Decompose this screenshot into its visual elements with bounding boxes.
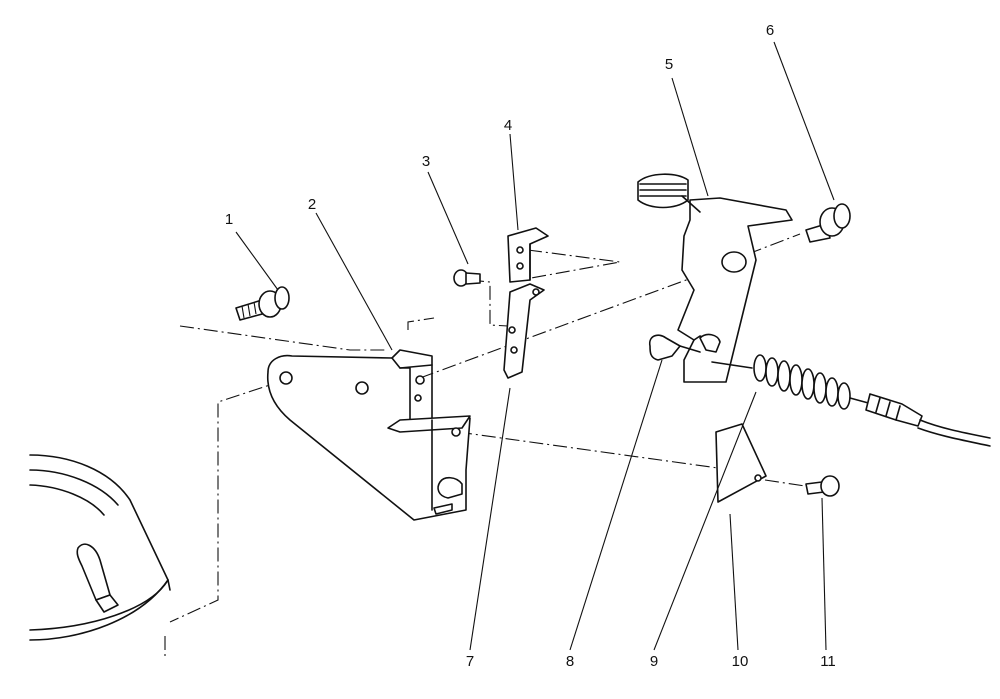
callout-3: 3 (422, 153, 430, 170)
callout-5: 5 (665, 56, 673, 73)
part-9-cable (711, 354, 991, 447)
callout-labels: 1 2 3 4 5 6 7 8 9 10 11 (225, 22, 836, 670)
part-5-control-bracket (637, 173, 793, 383)
callout-9: 9 (650, 653, 658, 670)
callout-1: 1 (225, 211, 233, 228)
part-6-screw (805, 203, 851, 243)
part-7-lever (503, 283, 545, 379)
callout-4: 4 (504, 117, 512, 134)
engine-housing (29, 454, 171, 641)
callout-6: 6 (766, 22, 774, 39)
leader-lines (235, 41, 835, 651)
callout-11: 11 (820, 653, 836, 670)
part-3-screw (453, 269, 481, 287)
callout-8: 8 (566, 653, 574, 670)
callout-2: 2 (308, 196, 316, 213)
part-4-clip (507, 227, 549, 283)
callout-10: 10 (732, 653, 749, 670)
part-8-knob (648, 334, 701, 361)
callout-7: 7 (466, 653, 474, 670)
part-10-plate (715, 423, 767, 503)
part-1-screw (235, 286, 290, 321)
part-2-bracket (266, 349, 471, 521)
part-11-screw (805, 475, 840, 497)
